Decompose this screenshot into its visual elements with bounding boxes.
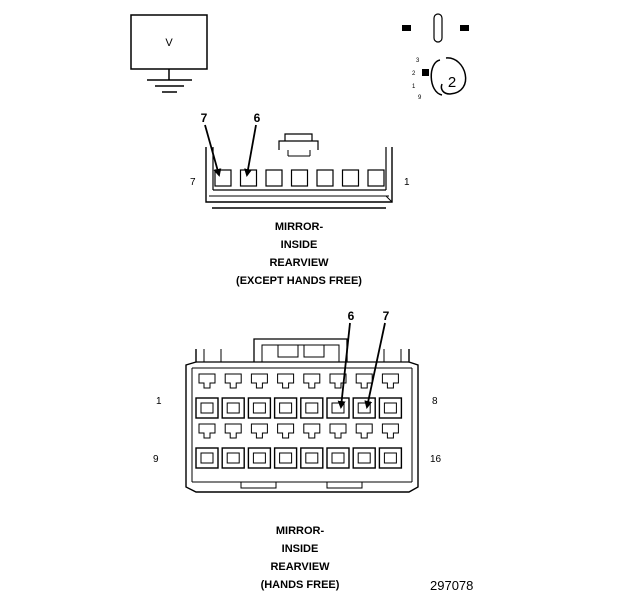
arrow-pin-7 (204, 124, 222, 177)
cavity (341, 169, 360, 187)
cavity (300, 447, 324, 469)
cavity-latch (277, 423, 295, 439)
caption-line: REARVIEW (269, 257, 329, 269)
cavity (221, 397, 245, 419)
cavity (214, 169, 232, 187)
cavity-latch (355, 373, 373, 389)
pin-label: 1 (404, 177, 410, 188)
arrow-pin-7 (364, 322, 386, 409)
cavity-inner (279, 402, 293, 414)
cavity-latch (198, 373, 216, 389)
cavity-latch (329, 373, 347, 389)
cavity-inner (252, 452, 266, 464)
caption-line: MIRROR- (274, 221, 324, 233)
cavity (300, 397, 324, 419)
cavity-latch (224, 423, 242, 439)
caption-except-hands-free: MIRROR- INSIDE REARVIEW (EXCEPT HANDS FR… (199, 218, 399, 290)
cavity (378, 447, 403, 469)
cavity-latch (303, 373, 321, 389)
cavity-latch (303, 423, 321, 439)
cavity-inner (305, 402, 319, 414)
cavity-inner (383, 402, 397, 414)
connector-small: 7 1 7 6 (190, 111, 410, 209)
cavity-latch (250, 423, 268, 439)
probe-pin-label: 3 (416, 58, 420, 64)
cavity (195, 447, 219, 469)
pin-label: 7 (190, 177, 196, 188)
pin-label: 9 (153, 454, 159, 465)
probe-pin-label: 9 (418, 95, 422, 101)
figure-id: 297078 (430, 578, 474, 593)
probe-pin-label: 2 (412, 71, 416, 77)
cavity-inner (305, 452, 319, 464)
cavity (316, 169, 334, 187)
caption-hands-free: MIRROR- INSIDE REARVIEW (HANDS FREE) (200, 522, 400, 594)
cavity-inner (226, 402, 240, 414)
cavity (367, 169, 385, 187)
cavity (239, 169, 258, 187)
caption-line: (HANDS FREE) (260, 579, 340, 591)
cavity (326, 447, 350, 469)
pin-label: 8 (432, 396, 438, 407)
cavity (195, 397, 219, 419)
cavity-inner (357, 452, 371, 464)
cavity-latch (198, 423, 216, 439)
cavity (221, 447, 245, 469)
cavity (352, 397, 376, 419)
probe-pin-label: 1 (412, 84, 416, 90)
arrow-label: 7 (383, 309, 390, 323)
arrow-label: 6 (254, 111, 261, 125)
cavity-latch (381, 423, 399, 439)
cavity-latch (329, 423, 347, 439)
arrow-pin-6 (244, 124, 257, 177)
caption-line: REARVIEW (270, 561, 330, 573)
cavity (247, 447, 272, 469)
cavity (247, 397, 272, 419)
caption-line: (EXCEPT HANDS FREE) (236, 275, 362, 287)
voltmeter-symbol: V (130, 14, 208, 93)
probe-number: 2 (448, 74, 456, 91)
cavity-inner (279, 452, 293, 464)
cavity-inner (383, 452, 397, 464)
cavity-inner (331, 402, 345, 414)
connector-large: 1 8 9 16 6 7 (153, 309, 442, 493)
arrow-label: 6 (348, 309, 355, 323)
cavity (326, 397, 350, 419)
caption-line: MIRROR- (275, 525, 325, 537)
caption-line: INSIDE (280, 239, 318, 251)
arrow-label: 7 (201, 111, 208, 125)
pin-label: 16 (430, 454, 442, 465)
cavity (265, 169, 283, 187)
cavity (290, 169, 309, 187)
cavity-inner (200, 402, 214, 414)
caption-line: INSIDE (281, 543, 319, 555)
cavity (378, 397, 403, 419)
cavity-latch (381, 373, 399, 389)
cavity-latch (224, 373, 242, 389)
cavity (273, 397, 298, 419)
cavity-inner (226, 452, 240, 464)
probe-symbol: 2 3 2 1 9 (402, 13, 469, 101)
cavity-inner (252, 402, 266, 414)
pin-label: 1 (156, 396, 162, 407)
cavity-latch (277, 373, 295, 389)
cavity-inner (331, 452, 345, 464)
cavity-latch (250, 373, 268, 389)
cavity (273, 447, 298, 469)
cavity-inner (200, 452, 214, 464)
arrow-pin-6 (337, 322, 351, 409)
cavity (352, 447, 376, 469)
voltmeter-label: V (165, 37, 173, 49)
cavity-latch (355, 423, 373, 439)
